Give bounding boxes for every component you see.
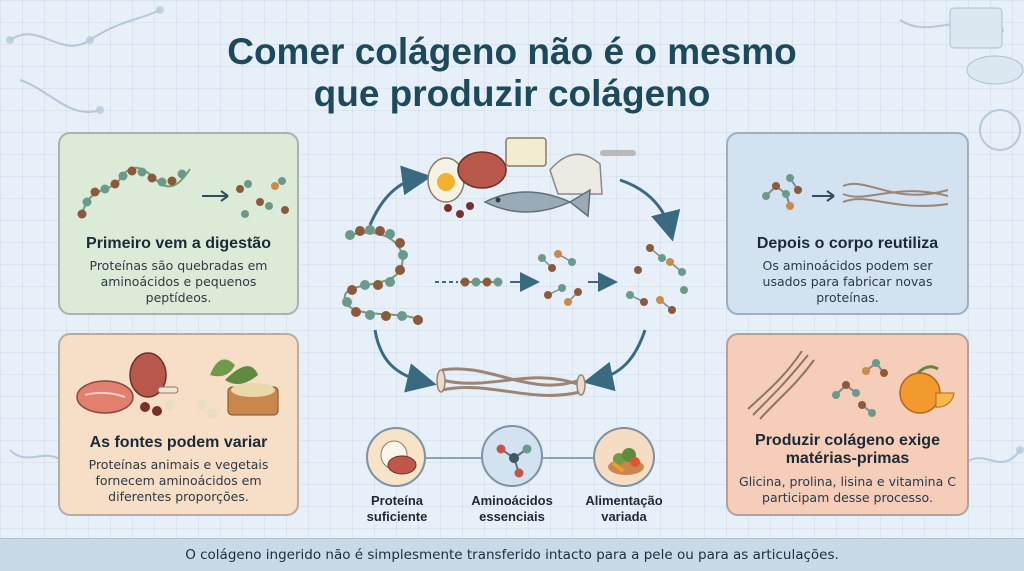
amino-acid-to-fiber-icon xyxy=(762,174,949,210)
card-reuse-body-line-1: Os aminoácidos podem ser xyxy=(762,258,933,273)
card-sources: As fontes podem variar Proteínas animais… xyxy=(58,333,299,516)
card-digestion-body-line-3: peptídeos. xyxy=(145,290,212,305)
factor-label-amino-line-1: Aminoácidos xyxy=(471,493,553,508)
card-production-heading-line-1: Produzir colágeno exige xyxy=(755,432,940,449)
card-reuse: Depois o corpo reutiliza Os aminoácidos … xyxy=(726,132,969,315)
egg-meat-icon xyxy=(380,440,417,475)
protein-chain-left-icon xyxy=(342,225,423,325)
card-reuse-heading: Depois o corpo reutiliza xyxy=(756,235,939,252)
card-production-heading-line-2: matérias-primas xyxy=(785,450,910,467)
arrow-food-to-chain xyxy=(368,165,432,226)
footer-note: O colágeno ingerido não é simplesmente t… xyxy=(185,547,839,563)
collagen-raw-materials-icon xyxy=(747,350,955,420)
factor-label-diet-line-2: variada xyxy=(601,509,647,524)
page-title-line-2: que produzir colágeno xyxy=(313,73,711,114)
food-sources-icon xyxy=(76,352,279,418)
factor-label-protein-line-1: Proteína xyxy=(370,493,423,508)
factor-circle-diet xyxy=(593,427,655,487)
factor-label-amino-line-2: essenciais xyxy=(479,509,545,524)
digestion-cycle-diagram xyxy=(342,137,688,459)
arrow-chain-to-fiber xyxy=(373,329,437,393)
vegetables-icon xyxy=(608,448,644,475)
card-digestion-body-line-1: Proteínas são quebradas em xyxy=(89,258,268,273)
factor-label-diet-line-1: Alimentação xyxy=(585,493,663,508)
card-sources-body-line-3: diferentes proporções. xyxy=(108,489,249,504)
arrow-food-to-amino xyxy=(619,178,681,242)
card-production-body-line-2: participam desse processo. xyxy=(762,490,933,505)
arrow-amino-to-fiber xyxy=(583,329,647,392)
card-digestion-heading: Primeiro vem a digestão xyxy=(86,235,271,252)
footer-band: O colágeno ingerido não é simplesmente t… xyxy=(0,538,1024,571)
card-sources-body-line-2: fornecem aminoácidos em xyxy=(95,473,262,488)
factor-circle-protein xyxy=(366,427,426,487)
card-production-body-line-1: Glicina, prolina, lisina e vitamina C xyxy=(739,474,956,489)
card-sources-heading: As fontes podem variar xyxy=(89,434,268,451)
food-cluster-icon xyxy=(427,137,636,218)
peptide-middle-icon xyxy=(435,272,540,292)
card-digestion: Primeiro vem a digestão Proteínas são qu… xyxy=(58,132,299,315)
collagen-fiber-icon xyxy=(441,367,581,397)
card-reuse-body-line-2: usados para fabricar novas xyxy=(762,274,933,289)
molecule-icon xyxy=(496,444,532,478)
factor-circle-amino xyxy=(481,425,543,487)
card-sources-body-line-1: Proteínas animais e vegetais xyxy=(88,457,269,472)
card-production: Produzir colágeno exige matérias-primas … xyxy=(726,333,969,516)
card-reuse-body-line-3: proteínas. xyxy=(816,290,879,305)
protein-chain-icon xyxy=(77,166,289,219)
card-digestion-body-line-2: aminoácidos e pequenos xyxy=(100,274,257,289)
page-title-line-1: Comer colágeno não é o mesmo xyxy=(227,31,797,72)
factor-label-protein-line-2: suficiente xyxy=(366,509,428,524)
